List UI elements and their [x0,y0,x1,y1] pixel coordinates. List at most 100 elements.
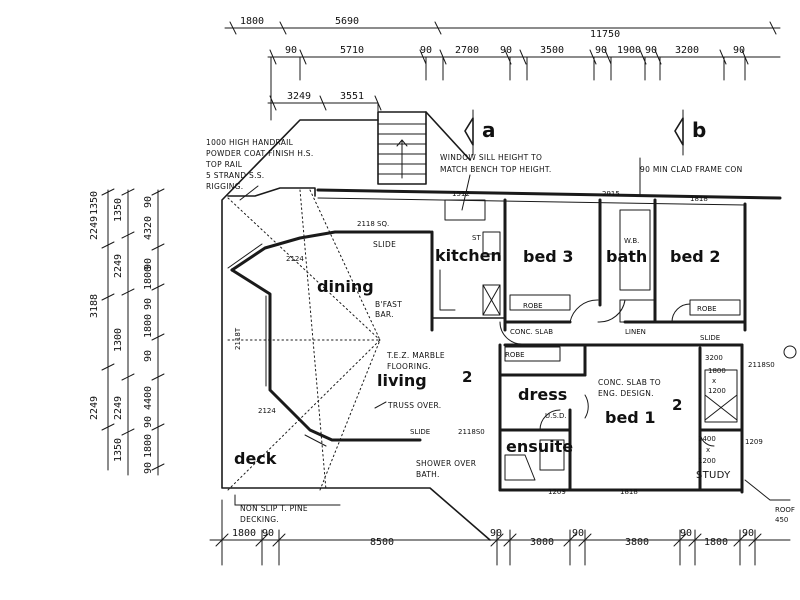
room-labels: dining kitchen bed 3 bath bed 2 living d… [234,246,731,481]
study-size-1: 2400 [698,435,716,443]
dim-in-8: 90 [143,416,154,428]
room-dress: dress [518,385,567,404]
dim-in-7: 4400 [143,386,154,410]
section-marker-a: a [464,109,496,156]
dim-in-5: 1800 [143,314,154,338]
study-wdw-1: 1800 [708,367,726,375]
dim-top3-3551: 3551 [340,91,364,102]
section-label-a: a [482,118,496,142]
dim-top2-10: 90 [733,45,745,56]
note-linen: LINEN [625,328,646,336]
note-bfast-1: B'FAST [375,300,402,309]
note-slab-eng-2: ENG. DESIGN. [598,389,654,398]
dim-top-5690: 5690 [335,16,359,27]
note-clad-frame: 90 MIN CLAD FRAME CON [640,165,742,174]
dim-in-0: 90 [143,196,154,208]
dim-bot-8: 1800 [704,537,728,548]
fittings [439,199,741,481]
room-ensuite: ensuite [506,437,573,456]
dim-in-3: 1800 [143,266,154,290]
dim-top2-8: 90 [645,45,657,56]
dim-in-2: 90 [143,258,154,270]
dim-int-5: 2124 [258,407,276,415]
note-handrail-1: 1000 HIGH HANDRAIL [206,138,294,147]
note-robe-bed3: ROBE [523,302,543,310]
dim-int-0: 2118 SQ. [357,220,389,228]
annotation-notes: 1000 HIGH HANDRAIL POWDER COAT FINISH H.… [205,138,795,524]
room-living: living [377,371,427,390]
dim-int-10: 1209 [745,438,763,446]
note-tz-1: T.E.Z. MARBLE [386,351,445,360]
note-decking-1: NON SLIP T. PINE [240,504,308,513]
dim-mid-2249: 2249 [113,254,124,278]
study-wdw-3: 1200 [708,387,726,395]
dim-bot-6: 3800 [625,537,649,548]
dim-top2-4: 90 [500,45,512,56]
dim-top2-2: 90 [420,45,432,56]
dim-mid-2249b: 2249 [113,396,124,420]
note-window-sill-1: WINDOW SILL HEIGHT TO [440,153,542,162]
study-size-3: 1200 [698,457,716,465]
dim-mid-1300: 1300 [113,328,124,352]
note-handrail-5: RIGGING. [206,182,243,191]
dim-top3-3249: 3249 [287,91,311,102]
dim-int-6: 2118T [234,327,242,350]
dim-int-2: 2915 [602,190,620,198]
note-handrail-4: 5 STRAND S.S. [206,171,265,180]
study-wdw-2: x [712,377,716,385]
dim-bot-7: 90 [680,528,692,539]
dim-int-3: 1818 [690,195,708,203]
note-wb-bath: W.B. [624,237,639,245]
note-roof-1: ROOF [775,506,795,514]
dim-bot-0: 1800 [232,528,256,539]
deck-outline [221,111,491,541]
room-bed2: bed 2 [670,247,720,266]
note-handrail-2: POWDER COAT FINISH H.S. [206,149,314,158]
dim-top2-0: 90 [285,45,297,56]
top-dimension-labels: 1800 5690 11750 90 5710 90 2700 90 3500 … [240,16,745,102]
level-mark-1: 2 [462,368,472,386]
dim-top-11750: 11750 [590,29,620,40]
dim-int-12: 1818 [620,488,638,496]
room-deck: deck [234,449,277,468]
note-shower-1: SHOWER OVER [416,459,476,468]
note-window-sill-2: MATCH BENCH TOP HEIGHT. [440,165,552,174]
room-bed1: bed 1 [605,408,655,427]
dim-top2-3: 2700 [455,45,479,56]
dim-bot-5: 90 [572,528,584,539]
section-label-b: b [692,118,706,142]
house-walls [316,188,782,494]
dim-top-1800: 1800 [240,16,264,27]
note-tz-2: FLOORING. [387,362,431,371]
dim-in-4: 90 [143,298,154,310]
dim-int-7: 2118S0 [458,428,485,436]
section-marker-b: b [674,109,706,156]
note-decking-2: DECKING. [240,515,279,524]
dim-bot-2: 8500 [370,537,394,548]
dim-left-1350: 1350 [89,191,100,215]
stairs [377,111,427,185]
note-handrail-3: TOP RAIL [205,160,243,169]
dim-int-11: 1209 [548,488,566,496]
dim-top2-6: 90 [595,45,607,56]
dim-int-9: 3200 [705,354,723,362]
dim-bot-9: 90 [742,528,754,539]
note-slide-3: SLIDE [410,428,430,436]
right-edge-detail [744,345,797,501]
study-size-2: x [706,446,710,454]
bottom-dimension-line [209,494,791,566]
dim-in-9: 1800 [143,434,154,458]
dim-left-2249a: 2249 [89,216,100,240]
note-robe-bed1: ROBE [505,351,525,359]
note-roof-2: 450 [775,516,788,524]
dim-bot-3: 90 [490,528,502,539]
dim-bot-4: 3000 [530,537,554,548]
note-robe-bed2: ROBE [697,305,717,313]
note-slide-1: SLIDE [373,240,396,249]
note-st: ST [472,234,481,242]
top-dimension-lines [224,21,781,121]
room-dining: dining [317,277,374,296]
note-usd: U.S.D. [545,412,567,420]
interior-dimension-labels: 2118 SQ. 1512 2915 1818 2124 2124 2118T … [234,190,775,496]
